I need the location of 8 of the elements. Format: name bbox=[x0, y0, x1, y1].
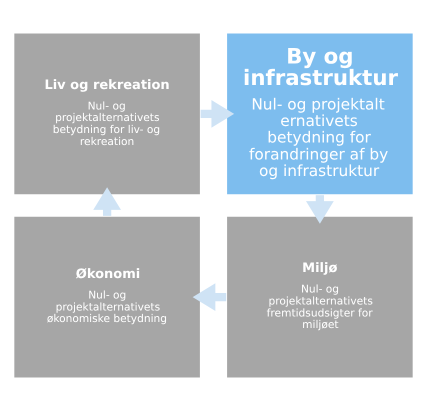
arrow bbox=[192, 282, 226, 310]
node-box: Økonomi Nul- og projektalternativets økonomiske betydning bbox=[12, 215, 201, 378]
arrow bbox=[200, 99, 234, 128]
node-box: Liv og rekreation Nul- og projektalternativets betydning for liv- og rekreation bbox=[12, 32, 201, 195]
arrow bbox=[92, 186, 120, 216]
node-box: Miljø Nul- og projektalternativets fremtidsudsigter for miljøet bbox=[225, 215, 414, 378]
node-box: By og infrastruktur Nul- og projektalternativets betydning for forandringer af by og infrastruktur bbox=[225, 32, 414, 195]
arrow bbox=[306, 194, 334, 224]
